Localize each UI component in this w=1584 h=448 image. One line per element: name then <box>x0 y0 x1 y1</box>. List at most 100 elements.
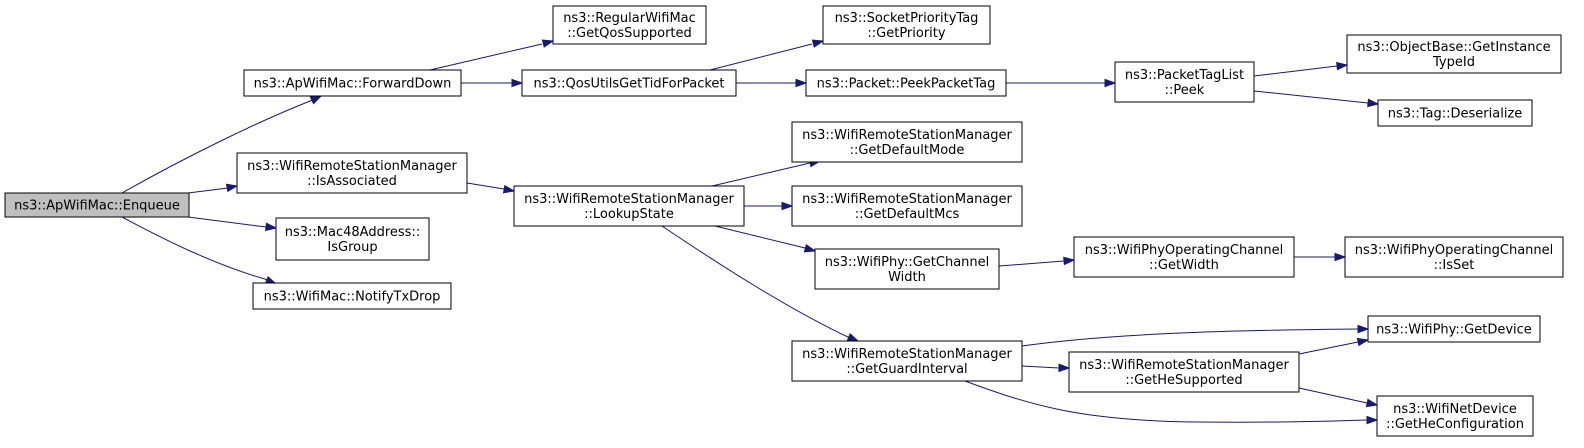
edge-arrowhead <box>541 39 555 48</box>
node-getguardinterval[interactable]: ns3::WifiRemoteStationManager::GetGuardI… <box>791 340 1023 382</box>
node-notifytxdrop[interactable]: ns3::WifiMac::NotifyTxDrop <box>252 282 452 310</box>
edge-enqueue-to-isassociated <box>187 183 239 194</box>
edge-getguardinterval-to-gethesupported <box>1021 363 1071 373</box>
edge-qosutils-to-peekpackettag <box>736 78 808 88</box>
node-label: ns3::WifiMac::NotifyTxDrop <box>264 290 441 305</box>
node-label: Width <box>888 270 926 285</box>
node-label: ns3::Tag::Deserialize <box>1388 107 1523 122</box>
node-label: ns3::ApWifiMac::ForwardDown <box>254 77 452 92</box>
edge-line <box>1298 341 1359 355</box>
node-box <box>1346 34 1562 74</box>
edge-gethesupported-to-getdevice <box>1298 337 1370 355</box>
node-peekpackettag[interactable]: ns3::Packet::PeekPacketTag <box>805 69 1007 97</box>
node-isgroup[interactable]: ns3::Mac48Address::IsGroup <box>275 217 430 261</box>
edge-enqueue-to-forwarddown <box>121 95 323 194</box>
node-box <box>814 248 1000 290</box>
node-enqueue[interactable]: ns3::ApWifiMac::Enqueue <box>4 192 190 218</box>
node-label: ns3::WifiPhy::GetDevice <box>1376 323 1532 338</box>
node-gethesupported[interactable]: ns3::WifiRemoteStationManager::GetHeSupp… <box>1068 351 1300 393</box>
edge-opchgetwidth-to-opchisset <box>1294 252 1347 262</box>
node-label: ::GetDefaultMode <box>850 143 965 158</box>
edge-arrowhead <box>1063 256 1076 266</box>
edge-line <box>711 162 811 187</box>
node-getheconfiguration[interactable]: ns3::WifiNetDevice::GetHeConfiguration <box>1376 395 1534 437</box>
edge-getguardinterval-to-getdevice <box>1021 324 1370 347</box>
edge-arrowhead <box>1334 252 1347 262</box>
node-label: ns3::Packet::PeekPacketTag <box>817 77 996 92</box>
node-lookupstate[interactable]: ns3::WifiRemoteStationManager::LookupSta… <box>513 185 745 227</box>
edge-arrowhead <box>1104 78 1117 88</box>
node-label: ::Peek <box>1165 83 1205 98</box>
node-tagdeserialize[interactable]: ns3::Tag::Deserialize <box>1377 99 1533 127</box>
node-box <box>521 69 737 97</box>
edge-arrowhead <box>309 95 323 105</box>
node-box <box>252 282 452 310</box>
edge-isassociated-to-lookupstate <box>466 182 516 194</box>
edge-line <box>709 43 813 71</box>
node-label: ns3::SocketPriorityTag <box>835 11 979 26</box>
edge-line <box>1021 328 1359 347</box>
edge-qosutils-to-getpriority <box>709 39 825 71</box>
node-packettagpeek[interactable]: ns3::PacketTagList::Peek <box>1114 61 1255 103</box>
node-isassociated[interactable]: ns3::WifiRemoteStationManager::IsAssocia… <box>236 152 468 194</box>
node-label: ns3::ObjectBase::GetInstance <box>1357 40 1550 55</box>
edge-arrowhead <box>1366 415 1379 425</box>
node-opchisset[interactable]: ns3::WifiPhyOperatingChannel::IsSet <box>1344 236 1564 278</box>
edge-arrowhead <box>781 201 794 211</box>
node-opchgetwidth[interactable]: ns3::WifiPhyOperatingChannel::GetWidth <box>1073 236 1295 278</box>
node-label: ns3::WifiRemoteStationManager <box>802 128 1012 143</box>
node-qosutils[interactable]: ns3::QosUtilsGetTidForPacket <box>521 69 737 97</box>
node-label: ::GetWidth <box>1149 258 1219 273</box>
call-edges <box>121 39 1380 425</box>
edge-arrowhead <box>846 332 860 342</box>
edge-enqueue-to-isgroup <box>187 216 278 232</box>
edge-line <box>187 187 229 194</box>
node-getpriority[interactable]: ns3::SocketPriorityTag::GetPriority <box>822 5 991 45</box>
node-label: ns3::WifiRemoteStationManager <box>1079 358 1289 373</box>
node-label: ns3::WifiRemoteStationManager <box>802 192 1012 207</box>
node-box <box>4 192 190 218</box>
node-getdevice[interactable]: ns3::WifiPhy::GetDevice <box>1367 315 1541 343</box>
node-getdefaultmode[interactable]: ns3::WifiRemoteStationManager::GetDefaul… <box>791 121 1023 163</box>
node-label: TypeId <box>1432 55 1475 70</box>
edge-arrowhead <box>1365 398 1379 408</box>
edge-line <box>187 216 267 228</box>
node-label: ::GetHeConfiguration <box>1386 417 1524 432</box>
node-label: ns3::WifiPhyOperatingChannel <box>1355 243 1554 258</box>
node-label: ns3::RegularWifiMac <box>563 11 696 26</box>
edge-lookupstate-to-getguardinterval <box>661 225 860 342</box>
node-getqossupported[interactable]: ns3::RegularWifiMac::GetQosSupported <box>552 5 707 45</box>
edge-lookupstate-to-getchannelwidth <box>714 225 817 253</box>
edge-arrowhead <box>1336 61 1349 71</box>
node-label: ns3::WifiNetDevice <box>1393 402 1517 417</box>
node-box <box>236 152 468 194</box>
edge-forwarddown-to-qosutils <box>461 78 524 88</box>
node-box <box>1367 315 1541 343</box>
node-label: ns3::WifiRemoteStationManager <box>247 159 457 174</box>
edge-arrowhead <box>502 184 516 194</box>
node-label: ns3::Mac48Address:: <box>285 225 420 240</box>
edge-line <box>121 97 319 194</box>
edge-line <box>1253 65 1338 77</box>
edge-packettagpeek-to-tagdeserialize <box>1253 90 1380 108</box>
edge-line <box>998 260 1065 267</box>
node-label: ::IsAssociated <box>307 174 397 189</box>
edge-line <box>661 225 851 339</box>
node-box <box>791 185 1023 227</box>
node-label: ::GetDefaultMcs <box>855 207 960 222</box>
edge-arrowhead <box>803 244 817 253</box>
node-box <box>1114 61 1255 103</box>
edge-enqueue-to-notifytxdrop <box>121 216 278 285</box>
node-forwarddown[interactable]: ns3::ApWifiMac::ForwardDown <box>243 69 462 97</box>
node-getdefaultmcs[interactable]: ns3::WifiRemoteStationManager::GetDefaul… <box>791 185 1023 227</box>
edge-line <box>964 380 1368 423</box>
call-nodes: ns3::ApWifiMac::Enqueue ns3::ApWifiMac::F… <box>4 5 1564 437</box>
edge-arrowhead <box>795 78 808 88</box>
node-box <box>552 5 707 45</box>
node-label: ns3::WifiRemoteStationManager <box>524 192 734 207</box>
edge-arrowhead <box>811 39 825 48</box>
edge-arrowhead <box>1367 98 1380 108</box>
node-box <box>1377 99 1533 127</box>
